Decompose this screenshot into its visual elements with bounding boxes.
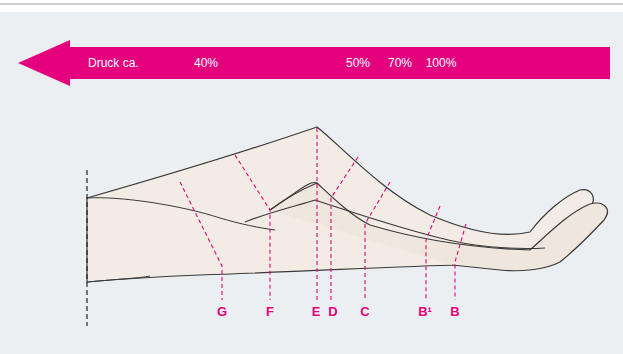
pressure-value: 100% <box>426 56 457 70</box>
section-letter: G <box>217 304 227 319</box>
section-letter: E <box>312 304 321 319</box>
section-letter: F <box>266 304 274 319</box>
section-letter: D <box>328 304 337 319</box>
pressure-value: 50% <box>346 56 370 70</box>
section-letter: B <box>450 304 459 319</box>
section-letter: C <box>360 304 369 319</box>
pressure-value: 40% <box>194 56 218 70</box>
arrow-title: Druck ca. <box>88 56 139 70</box>
pressure-value: 70% <box>388 56 412 70</box>
section-letter: B¹ <box>418 304 432 319</box>
pressure-arrow: Druck ca. 40% 50% 70% 100% <box>18 40 610 86</box>
